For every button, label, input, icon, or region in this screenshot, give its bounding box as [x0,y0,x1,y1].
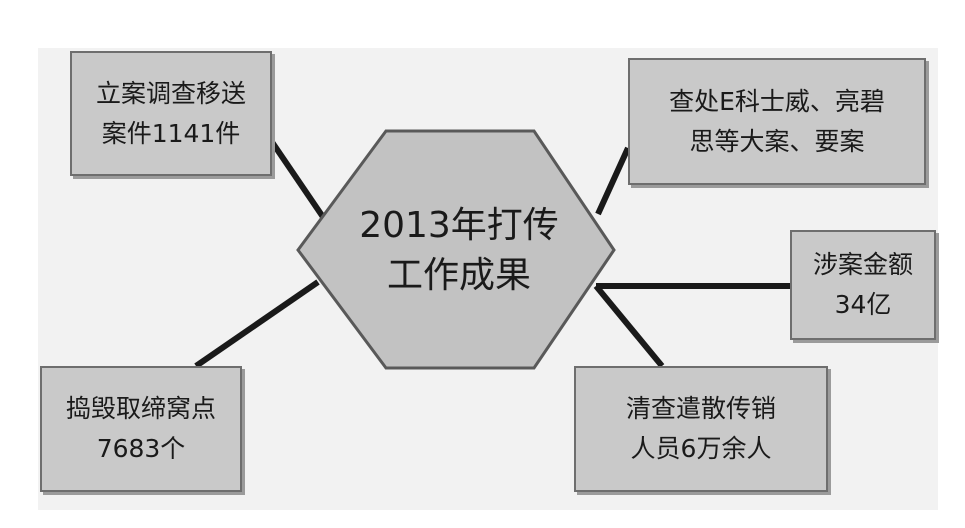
link-dens [194,279,320,369]
node-cases-line1: 立案调查移送 [95,78,246,108]
node-amount-line2: 34亿 [834,290,892,319]
node-people-line1: 清查遣散传销 [625,394,776,423]
center-title-line2: 工作成果 [386,255,531,296]
center-hexagon [296,129,616,370]
node-big-cases-line1: 查处E科士威、亮碧 [669,86,885,116]
link-people [593,284,665,368]
node-cases: 立案调查移送 案件1141件 [70,51,272,176]
node-big-cases: 查处E科士威、亮碧 思等大案、要案 [628,58,926,185]
link-big-cases [595,146,631,216]
link-cases [269,140,326,219]
node-amount: 涉案金额 34亿 [790,230,936,340]
node-dens-line2: 7683个 [96,434,186,463]
node-dens: 捣毁取缔窝点 7683个 [40,366,242,492]
node-cases-line2: 案件1141件 [101,118,241,148]
center-title-line1: 2013年打传 [359,205,559,246]
center-title: 2013年打传 工作成果 [300,196,618,306]
node-amount-line1: 涉案金额 [812,250,913,279]
node-big-cases-line2: 思等大案、要案 [689,126,865,156]
node-people: 清查遣散传销 人员6万余人 [574,366,828,492]
node-people-line2: 人员6万余人 [630,434,772,463]
node-dens-line1: 捣毁取缔窝点 [65,394,216,423]
